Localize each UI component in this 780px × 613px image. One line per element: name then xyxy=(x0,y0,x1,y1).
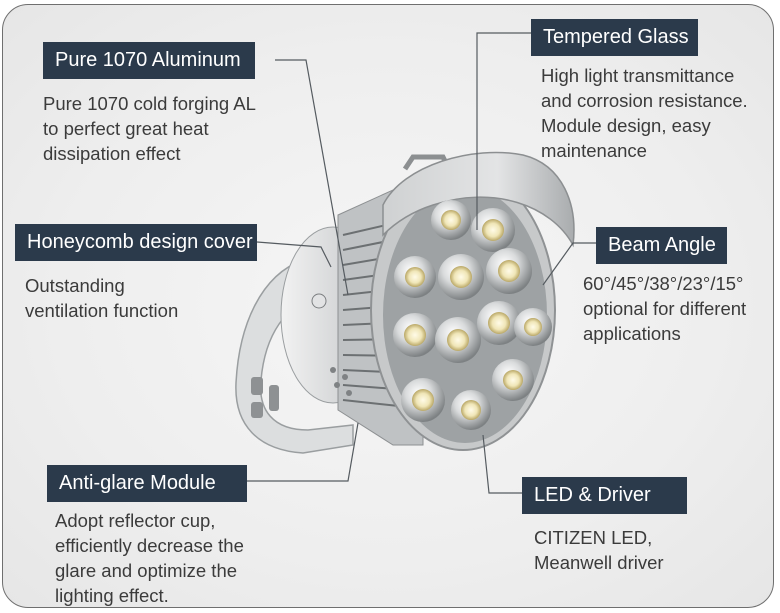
desc-line: 60°/45°/38°/23°/15° xyxy=(583,273,744,294)
desc-line: High light transmittance xyxy=(541,65,735,86)
bracket-slot xyxy=(269,385,279,411)
mount-bracket xyxy=(235,259,354,454)
leader-aluminum xyxy=(275,59,349,296)
tag-beam-label: Beam Angle xyxy=(608,234,716,256)
leader-driver xyxy=(482,434,522,494)
tag-aluminum-label: Pure 1070 Aluminum xyxy=(55,49,241,71)
desc-line: and corrosion resistance. xyxy=(541,90,748,111)
desc-line: applications xyxy=(583,323,681,344)
tag-glass: Tempered Glass xyxy=(531,19,698,56)
honeycomb-vent xyxy=(346,390,352,396)
leader-lines xyxy=(247,32,596,494)
leader-glass xyxy=(476,32,531,230)
desc-line: dissipation effect xyxy=(43,143,181,164)
bracket-slot xyxy=(251,402,263,418)
honeycomb-vent xyxy=(334,382,340,388)
bracket-slot xyxy=(251,377,263,395)
desc-line: Adopt reflector cup, xyxy=(55,510,216,531)
tag-honeycomb-label: Honeycomb design cover xyxy=(27,231,253,253)
mount-bolt xyxy=(311,293,327,309)
desc-aluminum: Pure 1070 cold forging AL to perfect gre… xyxy=(43,91,256,166)
feature-card: Pure 1070 Aluminum Pure 1070 cold forgin… xyxy=(2,4,774,608)
tag-aluminum: Pure 1070 Aluminum xyxy=(43,42,255,79)
leader-beam xyxy=(542,242,596,286)
tag-driver-label: LED & Driver xyxy=(534,484,651,506)
desc-line: glare and optimize the xyxy=(55,560,238,581)
desc-line: Module design, easy xyxy=(541,115,711,136)
desc-line: maintenance xyxy=(541,140,647,161)
tag-antiglare-label: Anti-glare Module xyxy=(59,472,216,494)
desc-antiglare: Adopt reflector cup, efficiently decreas… xyxy=(55,508,244,607)
desc-line: Outstanding xyxy=(25,275,125,296)
desc-line: Meanwell driver xyxy=(534,552,664,573)
desc-honeycomb: Outstanding ventilation function xyxy=(25,273,178,323)
desc-beam: 60°/45°/38°/23°/15° optional for differe… xyxy=(583,271,746,346)
honeycomb-vent xyxy=(342,374,348,380)
visor-hood xyxy=(382,151,575,248)
tag-driver: LED & Driver xyxy=(522,477,687,514)
honeycomb-vent xyxy=(330,367,336,373)
tag-antiglare: Anti-glare Module xyxy=(47,465,247,502)
leader-antiglare xyxy=(247,422,359,482)
desc-line: optional for different xyxy=(583,298,747,319)
desc-line: CITIZEN LED, xyxy=(534,527,653,548)
led-modules xyxy=(393,200,552,430)
desc-line: lighting effect. xyxy=(55,585,169,606)
tag-glass-label: Tempered Glass xyxy=(543,26,689,48)
desc-glass: High light transmittance and corrosion r… xyxy=(541,63,748,163)
desc-line: to perfect great heat xyxy=(43,118,209,139)
desc-line: Pure 1070 cold forging AL xyxy=(43,93,256,114)
tag-honeycomb: Honeycomb design cover xyxy=(15,224,257,261)
desc-line: ventilation function xyxy=(25,300,179,321)
desc-line: efficiently decrease the xyxy=(55,535,244,556)
leader-honeycomb xyxy=(256,241,332,268)
desc-driver: CITIZEN LED, Meanwell driver xyxy=(534,525,664,575)
tag-beam: Beam Angle xyxy=(596,227,727,264)
floodlight-illustration xyxy=(235,32,596,494)
